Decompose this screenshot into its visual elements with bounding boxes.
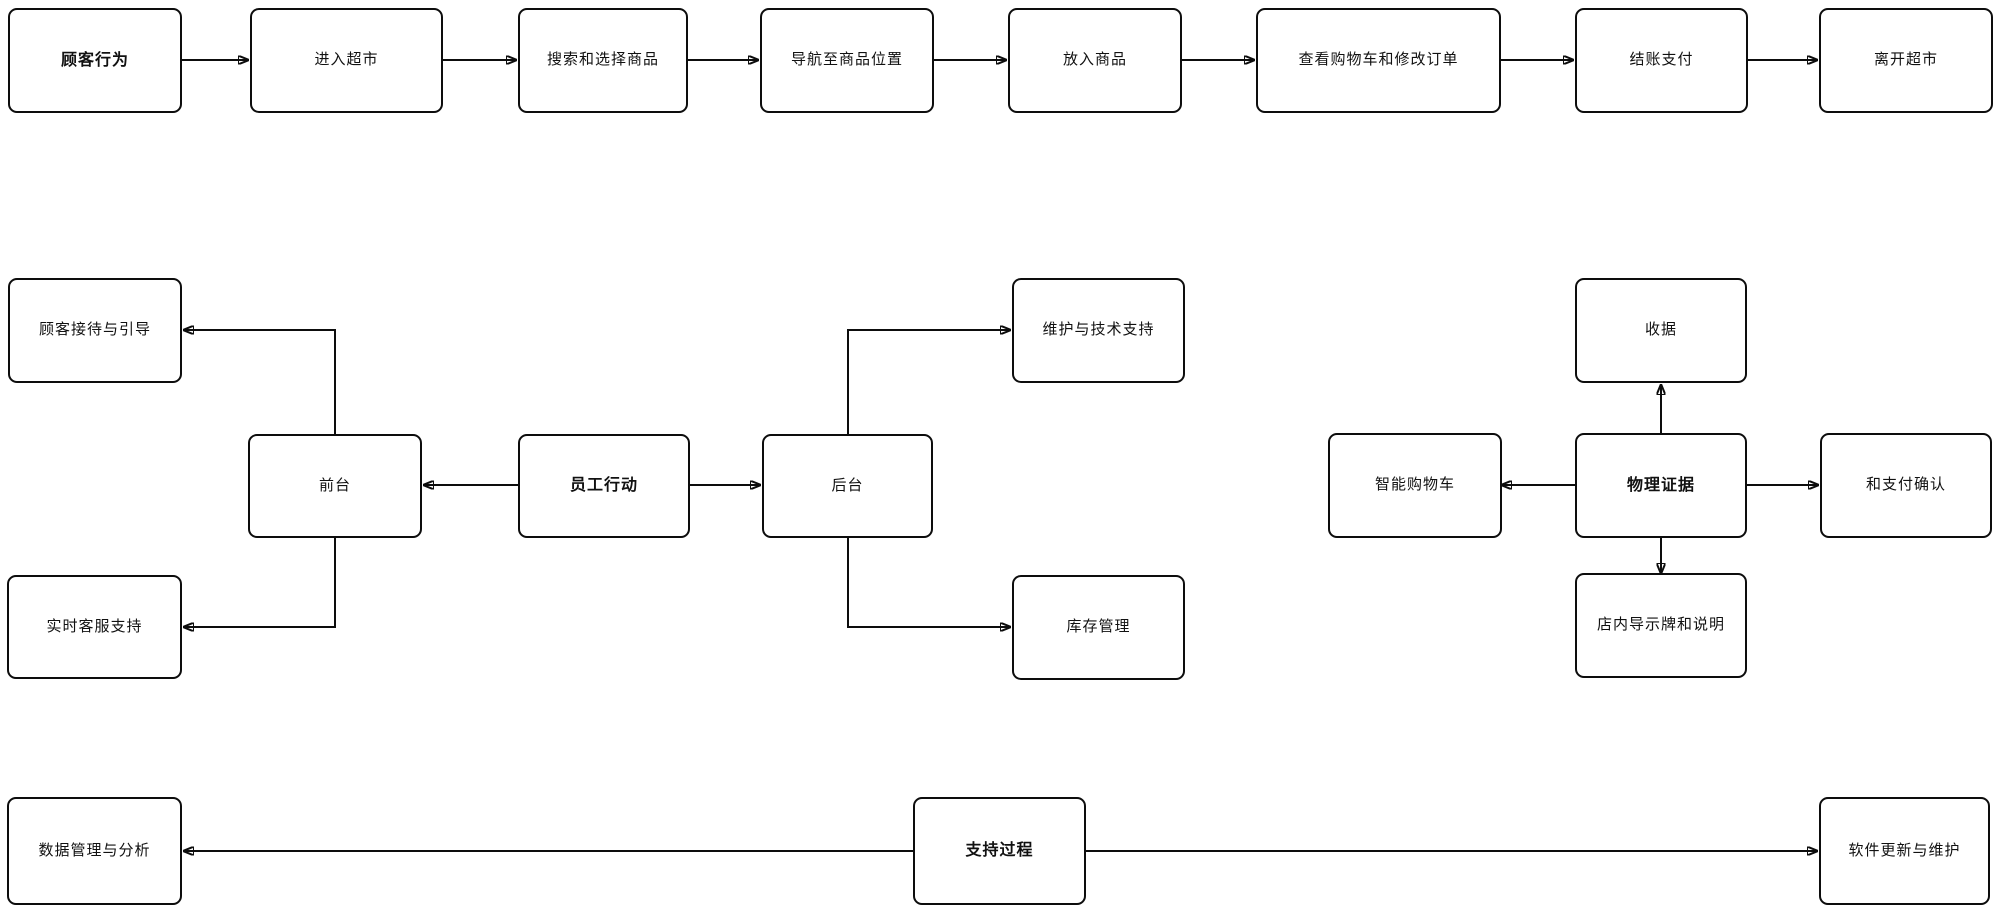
node-data-management-analysis: 数据管理与分析: [7, 797, 182, 905]
node-back-stage: 后台: [762, 434, 933, 538]
node-inventory-management: 库存管理: [1012, 575, 1185, 680]
node-add-products: 放入商品: [1008, 8, 1182, 113]
node-software-update-maintenance: 软件更新与维护: [1819, 797, 1990, 905]
edge-front-stage-to-realtime-service: [184, 538, 336, 627]
node-employee-actions: 员工行动: [518, 434, 690, 538]
node-search-select-products: 搜索和选择商品: [518, 8, 688, 113]
edge-back-stage-to-inventory: [847, 538, 1010, 627]
edge-back-stage-to-maintenance: [847, 330, 1010, 434]
node-front-stage: 前台: [248, 434, 422, 538]
node-customer-reception: 顾客接待与引导: [8, 278, 182, 383]
node-customer-behavior: 顾客行为: [8, 8, 182, 113]
edge-front-stage-to-customer-reception: [184, 330, 336, 434]
node-realtime-customer-service: 实时客服支持: [7, 575, 182, 679]
node-support-process: 支持过程: [913, 797, 1086, 905]
node-view-cart-modify-order: 查看购物车和修改订单: [1256, 8, 1501, 113]
node-maintenance-tech-support: 维护与技术支持: [1012, 278, 1185, 383]
node-payment-confirmation: 和支付确认: [1820, 433, 1992, 538]
node-leave-supermarket: 离开超市: [1819, 8, 1993, 113]
node-receipt: 收据: [1575, 278, 1747, 383]
node-in-store-signage: 店内导示牌和说明: [1575, 573, 1747, 678]
node-checkout-payment: 结账支付: [1575, 8, 1748, 113]
node-navigate-to-product: 导航至商品位置: [760, 8, 934, 113]
node-smart-shopping-cart: 智能购物车: [1328, 433, 1502, 538]
node-enter-supermarket: 进入超市: [250, 8, 443, 113]
node-physical-evidence: 物理证据: [1575, 433, 1747, 538]
